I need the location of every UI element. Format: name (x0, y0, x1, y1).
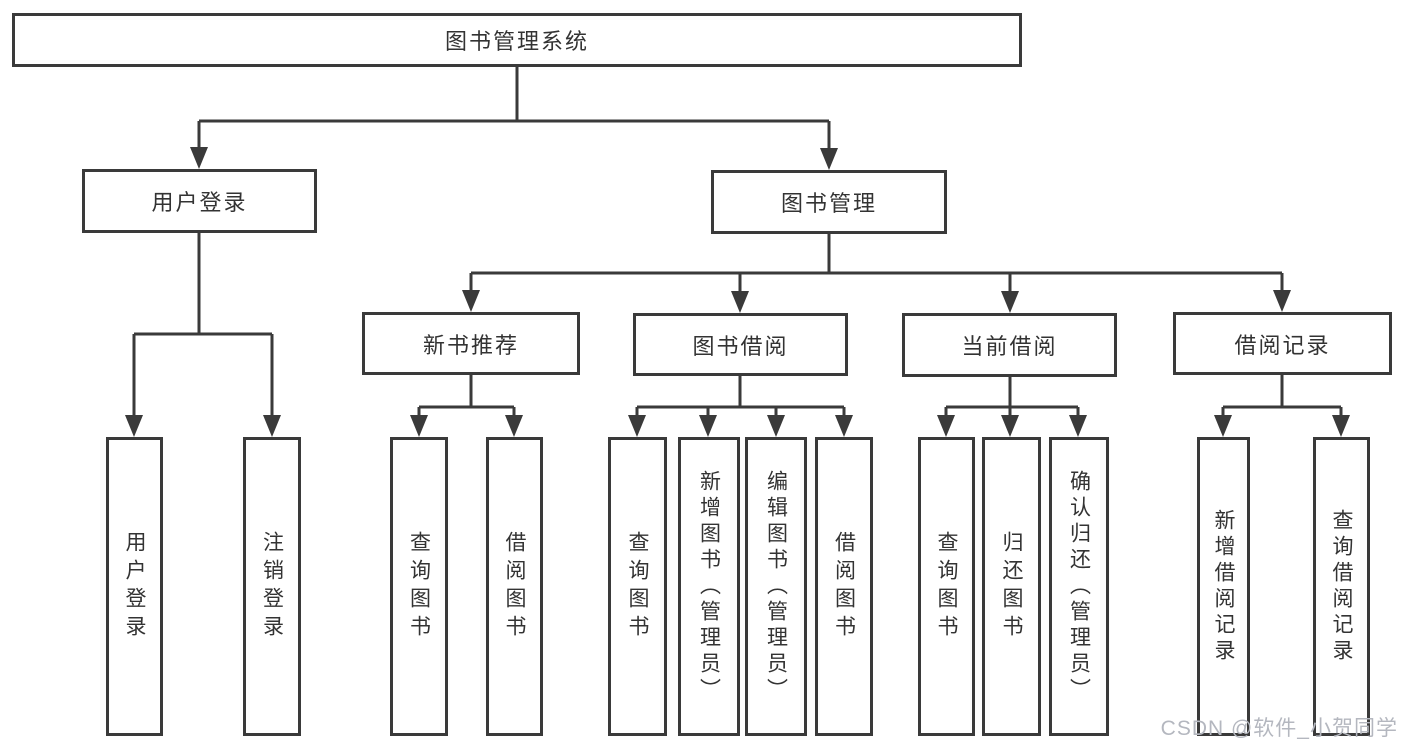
node-book-management: 图书管理 (711, 170, 947, 234)
node-current-borrow-label: 当前借阅 (961, 334, 1058, 359)
node-newbook-borrow-book: 借阅图书 (486, 437, 543, 736)
edge-new-book-recommend-to-leaves (417, 375, 516, 420)
csdn-watermark: CSDN @软件_小贺同学 (1160, 717, 1398, 740)
node-label: 归还图书 (1000, 530, 1023, 643)
arrowhead-icon (462, 290, 1291, 313)
node-user-login: 用户登录 (82, 169, 317, 233)
node-root: 图书管理系统 (12, 13, 1022, 67)
edge-current-borrow-to-leaves (944, 377, 1080, 420)
edge-user-login-to-leaves (132, 233, 274, 420)
node-label: 查询图书 (626, 530, 649, 643)
arrowhead-icon (628, 415, 853, 437)
node-label: 用户登录 (123, 530, 146, 643)
node-label: 借阅图书 (832, 530, 856, 643)
node-add-book-admin: 新增图书（管理员） (678, 437, 740, 736)
node-current-borrow: 当前借阅 (902, 313, 1117, 377)
node-label: 编辑图书（管理员） (764, 469, 788, 704)
arrowhead-icon (125, 415, 281, 437)
node-label: 确认归还（管理员） (1067, 469, 1091, 704)
node-borrow-query-book: 查询图书 (608, 437, 667, 736)
node-borrow-record: 借阅记录 (1173, 312, 1392, 375)
node-logout-action: 注销登录 (243, 437, 301, 736)
node-borrow-record-label: 借阅记录 (1234, 332, 1331, 358)
edge-book-management-to-level3 (469, 234, 1284, 296)
node-new-book-recommend: 新书推荐 (362, 312, 580, 375)
node-label: 借阅图书 (503, 530, 526, 643)
edge-book-borrow-to-leaves (635, 376, 846, 420)
node-book-management-label: 图书管理 (780, 191, 877, 216)
node-label: 新增借阅记录 (1212, 508, 1235, 665)
node-add-borrow-record: 新增借阅记录 (1197, 437, 1250, 736)
node-borrow-borrow-book: 借阅图书 (815, 437, 873, 736)
node-return-book: 归还图书 (982, 437, 1041, 736)
node-edit-book-admin: 编辑图书（管理员） (745, 437, 807, 736)
node-root-label: 图书管理系统 (444, 29, 589, 54)
node-current-query-book: 查询图书 (918, 437, 975, 736)
node-book-borrow: 图书借阅 (633, 313, 848, 376)
node-label: 查询图书 (935, 530, 958, 643)
node-label: 注销登录 (260, 530, 284, 643)
node-confirm-return-admin: 确认归还（管理员） (1049, 437, 1109, 736)
node-book-borrow-label: 图书借阅 (692, 333, 789, 359)
node-label: 查询借阅记录 (1330, 508, 1353, 665)
edge-root-to-level2 (197, 67, 831, 153)
node-user-login-label: 用户登录 (151, 190, 248, 215)
node-query-borrow-record: 查询借阅记录 (1313, 437, 1370, 736)
node-label: 新增图书（管理员） (697, 469, 721, 704)
node-new-book-recommend-label: 新书推荐 (422, 332, 519, 358)
arrowhead-icon (410, 415, 523, 437)
node-label: 查询图书 (407, 530, 431, 643)
edge-borrow-record-to-leaves (1221, 375, 1343, 420)
arrowhead-icon (1214, 415, 1350, 437)
arrowhead-icon (190, 147, 838, 170)
node-newbook-query-book: 查询图书 (390, 437, 448, 736)
node-user-login-action: 用户登录 (106, 437, 163, 736)
arrowhead-icon (937, 415, 1087, 437)
